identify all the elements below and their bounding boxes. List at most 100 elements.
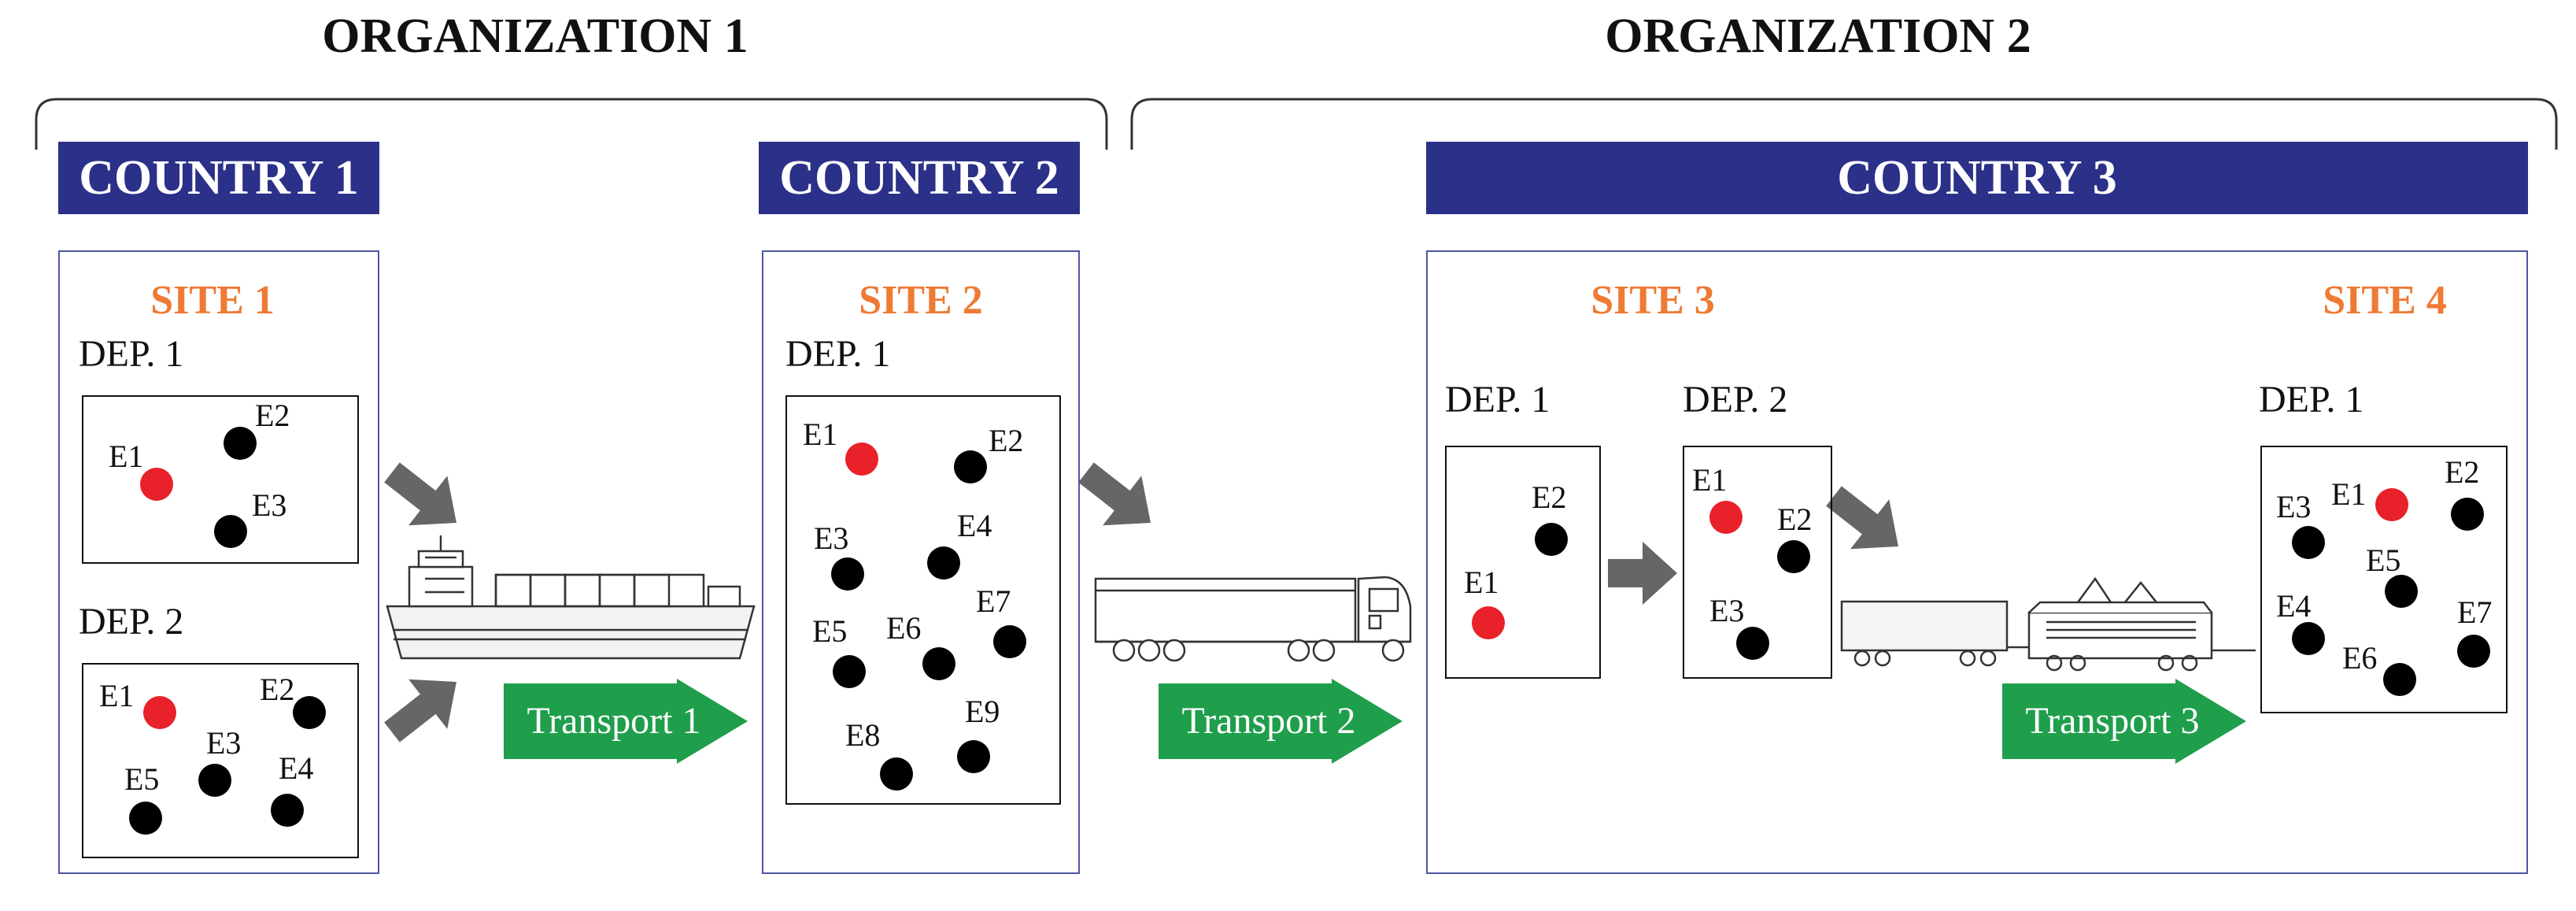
- equipment-label: E3: [206, 725, 242, 761]
- equipment-dot: [993, 625, 1026, 658]
- equipment-dot: [2385, 575, 2418, 608]
- site-2-label: SITE 2: [859, 278, 983, 323]
- equipment-label: E9: [965, 694, 1000, 729]
- site-2-dep-1-box: E1 E2 E3 E4 E5 E6 E7 E8 E9: [785, 395, 1061, 805]
- site-2-frame: [762, 250, 1080, 874]
- flow-arrow-icon: [384, 462, 456, 526]
- organization-1-title: ORGANIZATION 1: [322, 9, 748, 63]
- equipment-dot: [2383, 663, 2416, 696]
- site-3-label: SITE 3: [1591, 278, 1715, 323]
- equipment-label: E3: [252, 487, 287, 523]
- equipment-label: E1: [2331, 476, 2367, 512]
- site-1-dep-1-label: DEP. 1: [79, 333, 184, 375]
- flow-arrow-icon: [384, 679, 456, 743]
- equipment-dot-red: [1709, 501, 1743, 534]
- equipment-dot: [1736, 627, 1769, 660]
- site-4-dep-1-box: E1 E2 E3 E4 E5 E6 E7: [2260, 446, 2508, 713]
- equipment-dot: [880, 757, 913, 791]
- equipment-dot: [224, 427, 257, 460]
- organization-2-title: ORGANIZATION 2: [1605, 9, 2031, 63]
- equipment-dot: [927, 546, 960, 580]
- country-3-banner: COUNTRY 3: [1426, 142, 2528, 214]
- country-2-banner: COUNTRY 2: [759, 142, 1080, 214]
- transport-arrow-shape: [504, 679, 748, 764]
- transport-3-label: Transport 3: [2025, 700, 2200, 742]
- site-3-dep-2-label: DEP. 2: [1683, 379, 1788, 420]
- equipment-label: E2: [2445, 454, 2480, 490]
- flow-arrow-icon: [1608, 542, 1677, 605]
- equipment-label: E4: [279, 750, 314, 786]
- equipment-label: E1: [1464, 565, 1499, 600]
- organization-1-bracket: [35, 98, 1108, 150]
- equipment-dot: [831, 557, 864, 591]
- equipment-label: E3: [1709, 593, 1745, 628]
- equipment-dot: [1535, 523, 1568, 556]
- train-icon: [1840, 576, 2256, 672]
- equipment-label: E3: [2276, 489, 2312, 524]
- equipment-label: E5: [124, 761, 160, 797]
- equipment-label: E1: [1692, 462, 1728, 498]
- site-3-dep-1-box: E1 E2: [1445, 446, 1601, 679]
- equipment-dot: [833, 655, 866, 688]
- equipment-label: E2: [989, 423, 1024, 458]
- organization-2-bracket: [1130, 98, 2558, 150]
- equipment-dot: [1777, 540, 1810, 573]
- site-4-dep-1-label: DEP. 1: [2259, 379, 2364, 420]
- transport-arrow-shape: [2002, 679, 2246, 764]
- equipment-dot-red: [1472, 606, 1505, 639]
- site-2-dep-1-label: DEP. 1: [785, 333, 891, 375]
- equipment-label: E8: [845, 717, 881, 753]
- site-4-label: SITE 4: [2323, 278, 2447, 323]
- site-1-frame: [58, 250, 379, 874]
- equipment-dot-red: [140, 468, 173, 501]
- truck-icon: [1094, 576, 1412, 662]
- equipment-dot-red: [143, 696, 176, 729]
- transport-2-label: Transport 2: [1181, 700, 1356, 742]
- equipment-label: E1: [109, 439, 144, 474]
- equipment-label: E1: [99, 678, 135, 713]
- country-3-sites-frame: [1426, 250, 2528, 874]
- transport-1-label: Transport 1: [527, 700, 701, 742]
- equipment-label: E4: [2276, 588, 2312, 624]
- equipment-dot: [954, 450, 987, 483]
- equipment-dot-red: [845, 443, 878, 476]
- equipment-dot: [2457, 635, 2490, 668]
- equipment-dot-red: [2375, 488, 2408, 521]
- equipment-dot: [293, 696, 326, 729]
- equipment-label: E2: [255, 398, 290, 433]
- equipment-label: E7: [2457, 594, 2493, 630]
- site-1-dep-2-box: E1 E2 E3 E4 E5: [82, 663, 359, 858]
- equipment-dot: [922, 647, 955, 680]
- equipment-dot: [214, 515, 247, 548]
- site-3-dep-2-box: E1 E2 E3: [1683, 446, 1832, 679]
- equipment-dot: [2451, 498, 2484, 531]
- site-1-label: SITE 1: [150, 278, 275, 323]
- equipment-dot: [2292, 526, 2325, 559]
- ship-icon: [386, 535, 756, 660]
- equipment-label: E2: [1532, 480, 1567, 515]
- equipment-dot: [198, 764, 231, 797]
- site-1-dep-2-label: DEP. 2: [79, 601, 184, 643]
- equipment-label: E2: [1777, 502, 1813, 537]
- equipment-label: E6: [2342, 640, 2378, 676]
- transport-arrow-shape: [1159, 679, 1403, 764]
- equipment-label: E3: [814, 520, 849, 556]
- equipment-label: E7: [976, 583, 1011, 619]
- equipment-dot: [957, 740, 990, 773]
- flow-arrow-icon: [1826, 486, 1898, 550]
- equipment-dot: [129, 802, 162, 835]
- equipment-dot: [2292, 622, 2325, 655]
- equipment-label: E5: [812, 613, 848, 649]
- equipment-label: E6: [886, 610, 922, 646]
- equipment-dot: [271, 794, 304, 827]
- country-1-banner: COUNTRY 1: [58, 142, 379, 214]
- equipment-label: E4: [957, 508, 992, 543]
- flow-arrow-icon: [1078, 462, 1151, 526]
- site-1-dep-1-box: E1 E2 E3: [82, 395, 359, 564]
- equipment-label: E1: [803, 417, 838, 452]
- site-3-dep-1-label: DEP. 1: [1445, 379, 1550, 420]
- equipment-label: E2: [260, 672, 295, 707]
- equipment-label: E5: [2366, 543, 2401, 578]
